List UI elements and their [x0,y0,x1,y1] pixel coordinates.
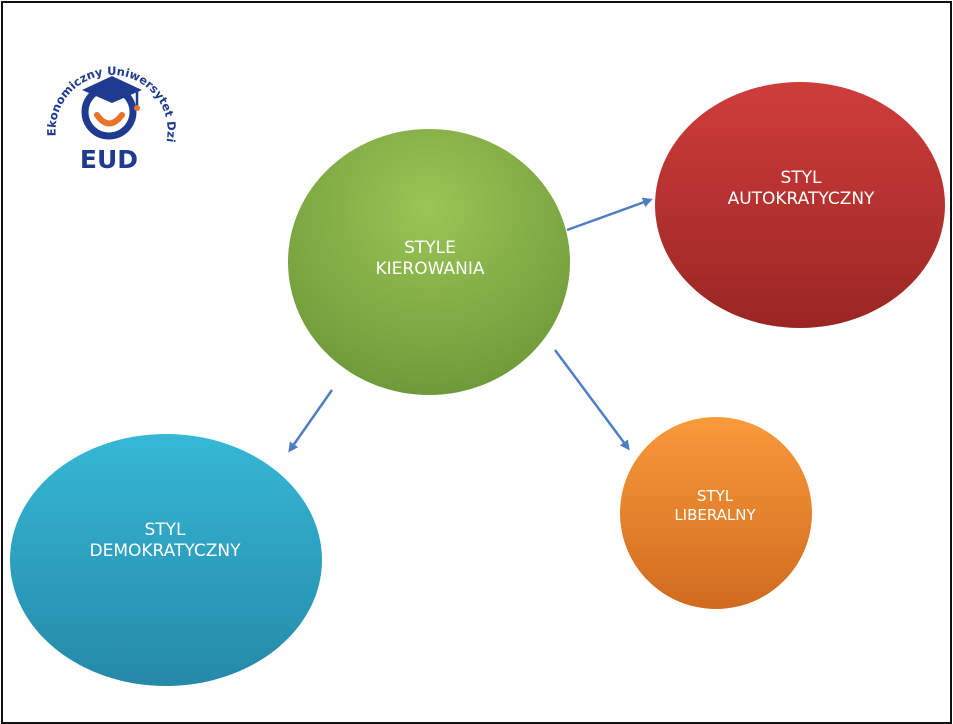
logo-tassel [134,105,140,111]
bubble-autocratic [655,82,945,328]
arrow-to-liberal [553,349,630,451]
logo-cap [82,76,142,103]
bubble-democratic [10,434,322,686]
label-democratic: STYL DEMOKRATYCZNY [89,520,241,562]
eud-logo-graphic: Ekonomiczny Uniwersytet Dziecięcy EUD [42,40,177,174]
label-center: STYLE KIEROWANIA [375,238,485,280]
label-liberal: STYL LIBERALNY [674,487,756,524]
bubble-center [288,129,570,395]
bubble-liberal [620,417,812,609]
logo-smile [94,112,125,127]
arrow-to-autocratic [566,197,653,232]
logo-acronym: EUD [80,145,138,174]
label-autocratic: STYL AUTOKRATYCZNY [727,168,875,210]
eud-logo: Ekonomiczny Uniwersytet Dziecięcy EUD [42,40,177,175]
arrow-to-democratic [288,389,334,453]
